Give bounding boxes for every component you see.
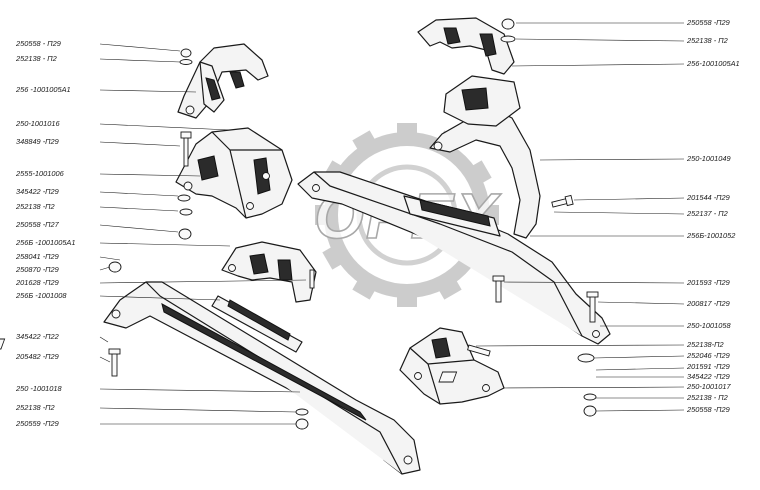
callout-label: 345422 -П29 <box>16 187 59 196</box>
callout-label: 250-1001016 <box>15 119 60 128</box>
part-middle-mount <box>221 241 317 303</box>
hardware-right-center <box>492 194 599 323</box>
part-diagonal-frame-rail <box>297 171 611 345</box>
callout-label: 256-1001005А1 <box>686 59 740 68</box>
part-lower-cross-member <box>103 281 421 475</box>
part-engine-support-left <box>175 127 293 219</box>
callout-label: 250558 -П29 <box>686 18 730 27</box>
callout-label: 250558 -П27 <box>15 220 60 229</box>
callout-label: 250-1001058 <box>686 321 731 330</box>
callout-label: 252137 - П2 <box>686 209 728 218</box>
callout-label: 252138 - П2 <box>686 393 728 402</box>
leader-lines <box>99 22 685 425</box>
hardware-lower-right <box>438 353 597 417</box>
callout-label: 256Б -1001005А1 <box>15 238 75 247</box>
callout-label: 250 -1001018 <box>15 384 63 393</box>
callout-label: 252046 -П29 <box>686 351 730 360</box>
callout-label: 252138 -П2 <box>15 202 55 211</box>
callout-label: 250559 -П29 <box>15 419 59 428</box>
callout-labels-right: 250558 -П29 252138 - П2 256-1001005А1 25… <box>686 18 740 414</box>
callout-label: 250558 -П29 <box>686 405 730 414</box>
callout-label: 258041 -П29 <box>15 252 59 261</box>
callout-label: 201544 -П29 <box>686 193 730 202</box>
callout-label: 348849 -П29 <box>16 137 59 146</box>
callout-label: 205482 -П29 <box>15 352 59 361</box>
callout-labels-left: 250558 - П29 252138 - П2 256 -1001005А1 … <box>15 39 75 428</box>
callout-label: 256 -1001005А1 <box>15 85 71 94</box>
callout-label: 345422 -П22 <box>16 332 59 341</box>
callout-label: 250558 - П29 <box>15 39 61 48</box>
part-upper-mount-right <box>417 17 516 75</box>
callout-label: 252138-П2 <box>686 340 724 349</box>
callout-label: 201591 -П29 <box>686 362 730 371</box>
hardware-left-stack <box>177 48 193 240</box>
callout-label: 252138 -П2 <box>15 403 55 412</box>
callout-label: 345422 -П29 <box>687 372 730 381</box>
callout-label: 256Б-1001052 <box>686 231 735 240</box>
callout-label: 250-1001049 <box>686 154 731 163</box>
callout-label: 252138 - П2 <box>15 54 57 63</box>
part-lower-right-mount <box>399 327 505 405</box>
part-upper-mount-left <box>177 43 269 119</box>
part-curved-bracket <box>429 75 541 239</box>
callout-label: 201593 -П29 <box>686 278 730 287</box>
callout-label: 250870 -П29 <box>15 265 59 274</box>
callout-label: 2555-1001006 <box>15 169 65 178</box>
callout-label: 200817 -П29 <box>686 299 730 308</box>
hardware-lower-left <box>0 261 309 430</box>
callout-label: 250-1001017 <box>686 382 731 391</box>
callout-label: 256Б -1001008 <box>15 291 67 300</box>
callout-label: 252138 - П2 <box>686 36 728 45</box>
callout-label: 201628 -П29 <box>15 278 59 287</box>
